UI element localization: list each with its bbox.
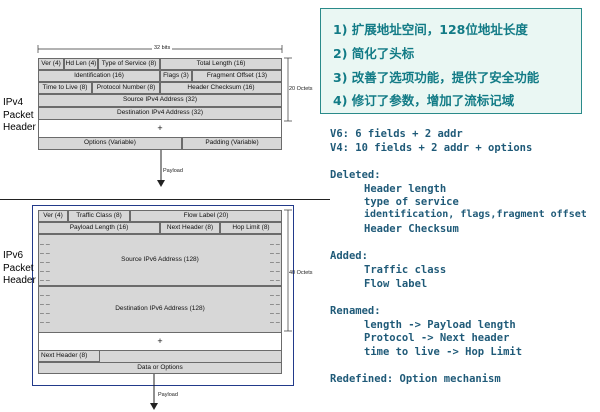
ipv6-version-field: Ver (4) [38, 210, 68, 222]
ipv4-source-address-field: Source IPv4 Address (32) [38, 94, 282, 107]
ipv4-side-label: IPv4 Packet Header [3, 97, 36, 135]
ipv6-hop-limit-field: Hop Limit (8) [220, 222, 282, 234]
ipv6-destination-address-field: Destination IPv6 Address (128) [38, 286, 282, 333]
ipv6-plus-row: + [38, 333, 282, 350]
ipv6-payload-length-field: Payload Length (16) [38, 222, 160, 234]
ipv6-label-line: Packet [3, 262, 34, 274]
ipv6-data-options-field: Data or Options [38, 362, 282, 374]
ipv4-destination-address-field: Destination IPv4 Address (32) [38, 107, 282, 120]
improvement-item: 1) 扩展地址空间，128位地址长度 [333, 22, 528, 37]
ipv6-traffic-class-field: Traffic Class (8) [68, 210, 130, 222]
ipv4-checksum-field: Header Checksum (16) [160, 82, 282, 94]
ipv6-header-frame [32, 205, 294, 386]
key-improvements-box: 1) 扩展地址空间，128位地址长度 2) 简化了头标 3) 改善了选项功能，提… [320, 8, 582, 114]
ipv4-header-length-field: Hd Len (4) [64, 58, 98, 70]
renamed-heading: Renamed: [330, 305, 381, 317]
added-item: Traffic class [364, 264, 447, 276]
improvement-item: 4) 修订了参数，增加了流标记域 [333, 93, 515, 108]
ipv4-padding-field: Padding (Variable) [182, 137, 282, 150]
ipv4-flags-field: Flags (3) [160, 70, 192, 82]
ipv4-ttl-field: Time to Live (8) [38, 82, 92, 94]
ipv4-fragment-offset-field: Fragment Offset (13) [192, 70, 282, 82]
v4-field-count: V4: 10 fields + 2 addr + options [330, 142, 533, 154]
ipv4-identification-field: Identification (16) [38, 70, 160, 82]
ipv4-protocol-field: Protocol Number (8) [92, 82, 160, 94]
improvement-item: 3) 改善了选项功能，提供了安全功能 [333, 70, 540, 85]
ipv6-ext-next-header-field: Next Header (8) [38, 350, 100, 362]
deleted-heading: Deleted: [330, 169, 381, 181]
ipv6-source-address-field: Source IPv6 Address (128) [38, 234, 282, 286]
added-item: Flow label [364, 278, 428, 290]
renamed-item: Protocol -> Next header [364, 332, 510, 344]
ipv4-tos-field: Type of Service (8) [98, 58, 160, 70]
ipv4-payload-label: Payload [163, 168, 183, 174]
ipv6-data-fill [100, 350, 282, 362]
renamed-item: length -> Payload length [364, 319, 516, 331]
ipv6-payload-label: Payload [158, 392, 178, 398]
ipv4-octets-label: 20 Octets [289, 86, 313, 92]
ipv4-label-line: Packet [3, 109, 34, 121]
improvement-item: 2) 简化了头标 [333, 46, 415, 61]
ipv6-row-marks: – –– –– –– – [270, 292, 280, 326]
renamed-item: time to live -> Hop Limit [364, 346, 523, 358]
ipv6-flow-label-field: Flow Label (20) [130, 210, 282, 222]
redefined-note: Redefined: Option mechanism [330, 373, 501, 385]
ipv4-octets-dimension [284, 57, 292, 122]
ipv4-payload-arrow [157, 150, 165, 187]
ipv6-label-line: IPv6 [3, 250, 24, 261]
deleted-item: Header length [364, 183, 447, 195]
ipv6-row-marks: – –– –– –– –– – [40, 241, 50, 284]
ipv4-label-line: Header [3, 122, 36, 133]
deleted-item: identification, flags,fragment offset [364, 209, 587, 220]
ipv6-row-marks: – –– –– –– –– – [270, 241, 280, 284]
v6-field-count: V6: 6 fields + 2 addr [330, 128, 463, 140]
ipv4-total-length-field: Total Length (16) [160, 58, 282, 70]
ipv6-next-header-field: Next Header (8) [160, 222, 220, 234]
section-divider [0, 199, 330, 200]
ipv6-octets-dimension [284, 209, 292, 332]
bit-width-label: 32 bits [152, 45, 173, 51]
ipv4-version-field: Ver (4) [38, 58, 64, 70]
ipv4-plus-row: + [38, 120, 282, 137]
ipv6-payload-arrow [150, 374, 158, 410]
added-heading: Added: [330, 250, 368, 262]
deleted-item: Header Checksum [364, 223, 459, 235]
ipv6-side-label: IPv6 Packet Header [3, 250, 36, 288]
ipv6-label-line: Header [3, 275, 36, 286]
ipv6-row-marks: – –– –– –– – [40, 292, 50, 326]
ipv6-octets-label: 40 Octets [289, 270, 313, 276]
deleted-item: type of service [364, 196, 459, 208]
ipv4-options-field: Options (Variable) [38, 137, 182, 150]
ipv4-label-line: IPv4 [3, 97, 24, 108]
